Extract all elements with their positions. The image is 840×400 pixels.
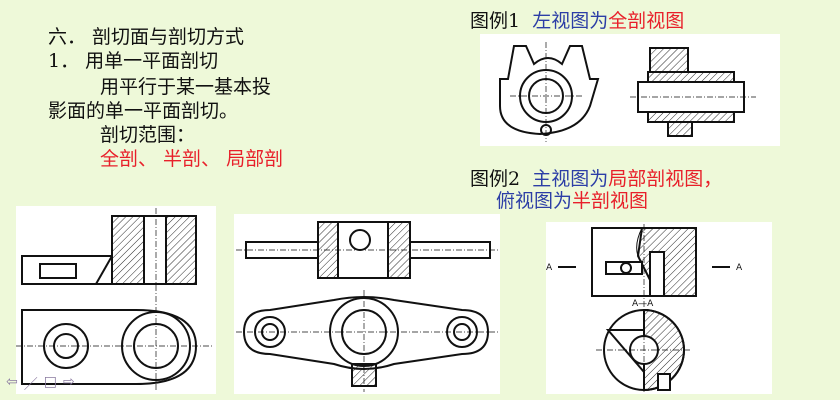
range-label: 剖切范围： [100,124,196,146]
description-line-1: 用平行于某一基本投 [100,76,272,98]
example-2-type-1: 局部剖视图， [608,168,723,190]
example-2-caption-line-2: 俯视图为半剖视图 [496,186,648,213]
slide-menu-button[interactable]: □ [43,374,57,390]
section-heading: 六． 剖切面与剖切方式 [48,26,245,48]
example-1-caption: 图例1 左视图为全剖视图 [470,6,684,33]
slide-navigation: ⇦ ／ □ ⇨ [6,374,75,394]
range-values: 全剖、 半剖、 局部剖 [100,148,284,170]
next-slide-button[interactable]: ⇨ [62,374,75,390]
section-label-right: A [736,263,743,273]
section-view-title: A—A [632,299,654,309]
left-part-svg [16,208,214,392]
section-label-left: A [546,263,553,273]
pen-tool-button[interactable]: ／ [23,377,38,393]
example-1-svg [499,42,756,142]
example-2-view-2: 俯视图 [496,190,554,212]
example-2-drawing: A A A—A [546,222,772,394]
example-2-svg: A A A—A [546,224,743,392]
example-1-drawing [480,34,780,146]
example-1-verb: 为 [589,10,609,32]
center-part-svg [236,221,498,392]
example-2-caption-line-1: 图例2 主视图为局部剖视图， [470,164,722,191]
example-1-view: 左视图 [532,10,590,32]
item-1-title: 1． 用单一平面剖切 [48,50,219,72]
description-line-2: 影面的单一平面剖切。 [48,100,239,122]
example-2-type-2: 半剖视图 [572,190,649,212]
example-1-prefix: 图例1 [470,10,521,32]
example-2-verb-2: 为 [553,190,573,212]
center-part-drawing [234,214,500,394]
example-2-prefix: 图例2 [470,168,521,190]
prev-slide-button[interactable]: ⇦ [6,374,18,390]
example-2-view-1: 主视图 [532,168,590,190]
example-2-verb-1: 为 [589,168,609,190]
example-1-type: 全剖视图 [608,10,685,32]
left-part-drawing [16,206,216,394]
